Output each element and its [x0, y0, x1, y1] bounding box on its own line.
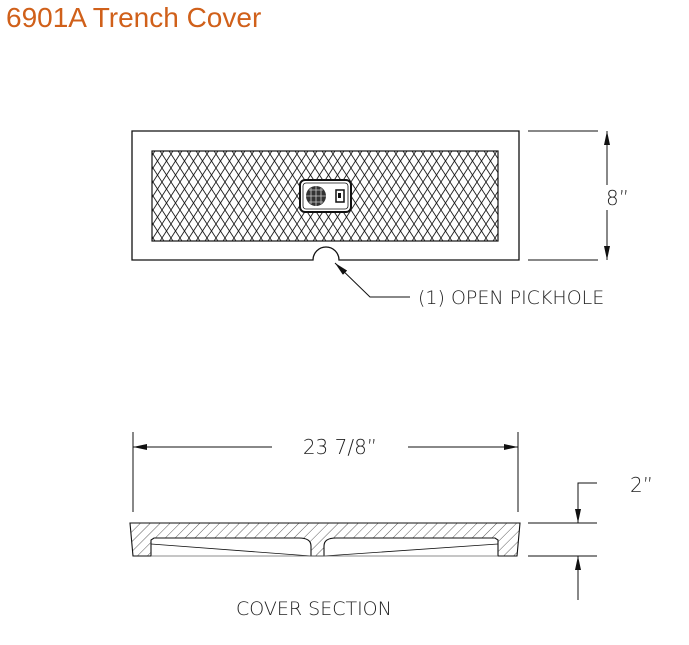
- section-view: 23 7/8” 2” COVER SECTION: [129, 432, 653, 620]
- depth-dimension-label: 2”: [630, 473, 653, 497]
- height-dimension-label: 8”: [606, 186, 629, 210]
- section-caption: COVER SECTION: [236, 598, 392, 620]
- pickhole-callout: (1) OPEN PICKHOLE: [418, 287, 604, 309]
- page-title: 6901A Trench Cover: [6, 2, 262, 33]
- logo-plate: [299, 179, 352, 213]
- top-view: 8” (1) OPEN PICKHOLE: [131, 130, 629, 309]
- cover-section-profile: [129, 522, 521, 557]
- width-dimension-label: 23 7/8”: [303, 435, 377, 459]
